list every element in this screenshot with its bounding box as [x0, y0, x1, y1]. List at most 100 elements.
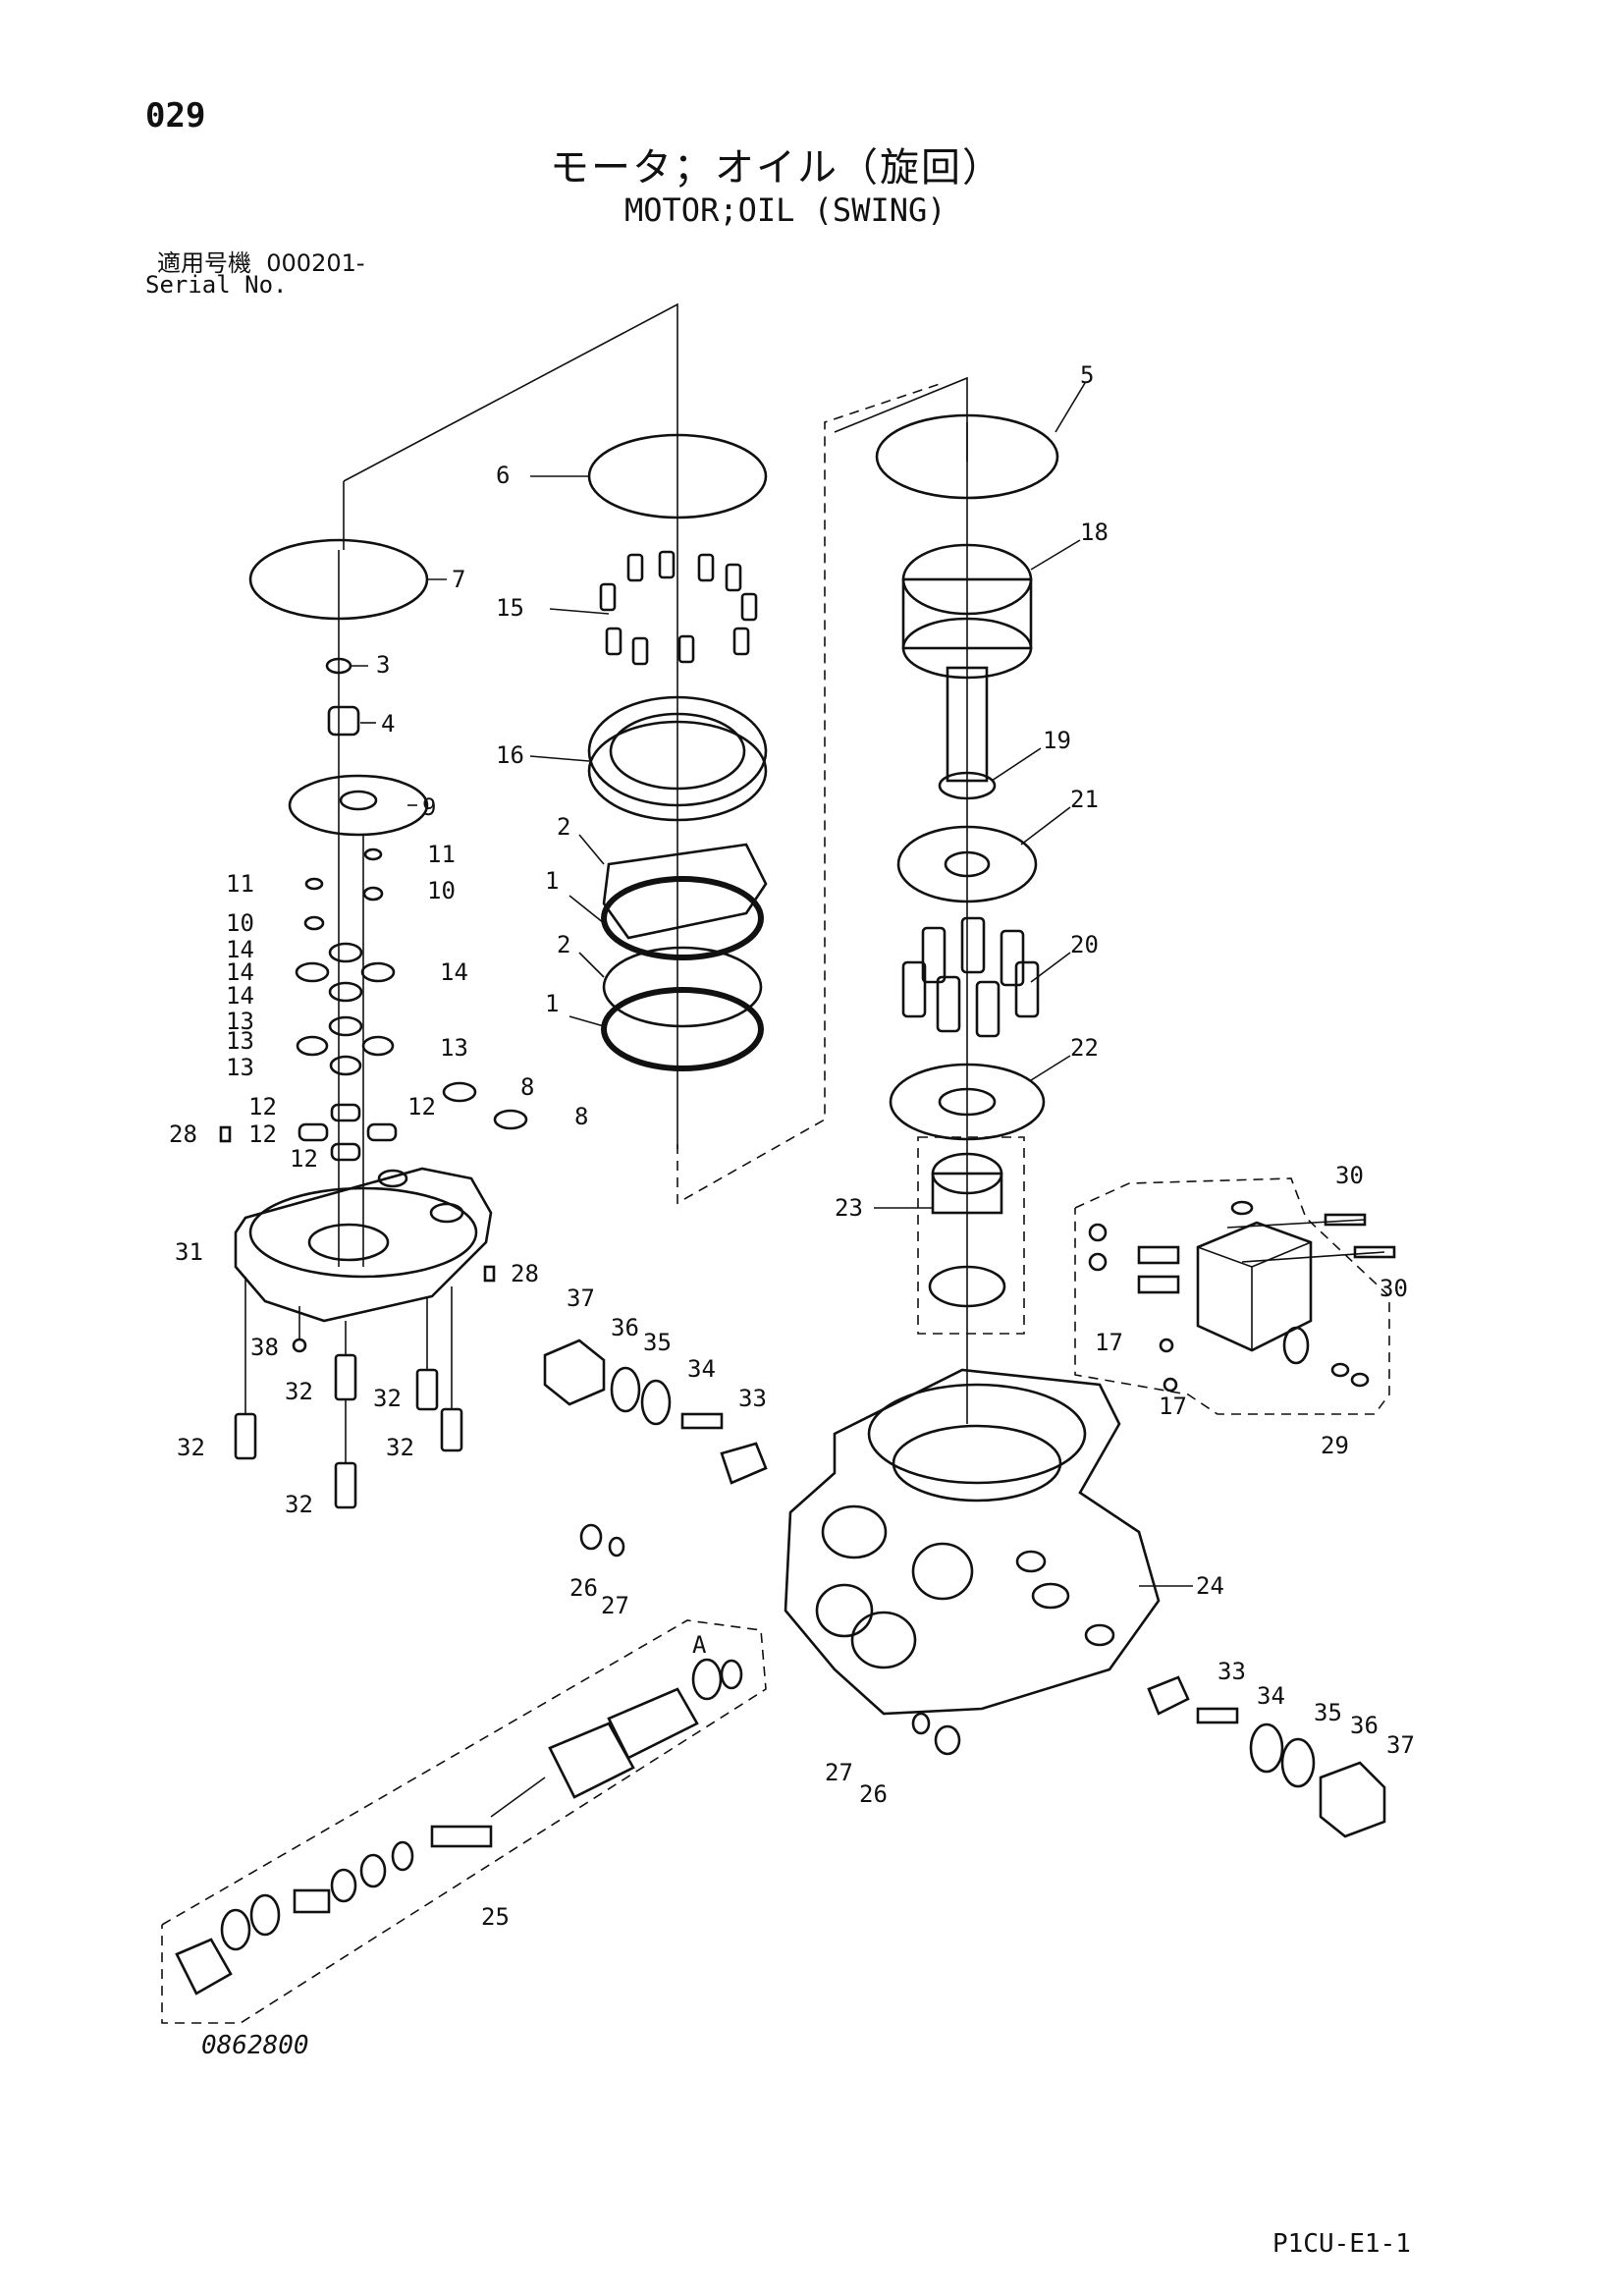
- housing-24: [784, 1368, 1161, 1716]
- group-outlines: [161, 302, 1390, 2024]
- middle-column-parts: [587, 433, 768, 1149]
- valve-plate-9: [288, 774, 429, 837]
- left-column-parts: [219, 538, 528, 1509]
- callout-14-d: 14: [440, 958, 468, 986]
- drawing-code: 0862800: [201, 2031, 309, 2060]
- callout-5: 5: [1080, 361, 1094, 389]
- sheet-code: P1CU-E1-1: [1272, 2229, 1411, 2259]
- callout-32-e: 32: [285, 1491, 313, 1518]
- callout-37-a: 37: [567, 1285, 595, 1312]
- callout-15: 15: [496, 594, 524, 622]
- callout-33-a: 33: [738, 1385, 767, 1412]
- page-number: 029: [145, 96, 206, 136]
- callout-4: 4: [381, 710, 395, 738]
- callout-32-d: 32: [386, 1434, 414, 1461]
- callout-10-a: 10: [226, 909, 254, 937]
- callout-26-b: 26: [859, 1780, 888, 1808]
- callout-35-a: 35: [643, 1329, 672, 1356]
- plate-1-b: [601, 987, 764, 1071]
- callout-12-c: 12: [290, 1145, 318, 1173]
- callout-8-b: 8: [574, 1103, 588, 1130]
- title-english: MOTOR;OIL (SWING): [624, 191, 947, 229]
- callout-36-b: 36: [1350, 1712, 1379, 1739]
- callout-19: 19: [1043, 727, 1071, 754]
- springs-15: [599, 550, 758, 666]
- callout-16: 16: [496, 741, 524, 769]
- callout-labels: 1 1 2 2 3 4 5 6 7 8 8 9 10 10 11 11 12 1…: [169, 361, 1415, 1931]
- callout-28-a: 28: [169, 1121, 197, 1148]
- callout-12-b: 12: [248, 1121, 277, 1148]
- ring-36-right: [1280, 1737, 1316, 1788]
- right-column-parts: [875, 413, 1059, 1424]
- callout-3: 3: [376, 651, 390, 679]
- callout-11-a: 11: [226, 870, 254, 898]
- callout-26-a: 26: [569, 1574, 598, 1602]
- callout-20: 20: [1070, 931, 1099, 958]
- ring-36-left: [610, 1366, 641, 1413]
- valve-block-29: [1088, 1200, 1396, 1393]
- callout-13-c: 13: [226, 1054, 254, 1081]
- leader-lines: [529, 382, 1193, 1587]
- callout-27-a: 27: [601, 1592, 629, 1619]
- callout-13-a: 13: [226, 1008, 254, 1035]
- ring-35-left: [640, 1379, 672, 1426]
- callout-32-b: 32: [373, 1385, 402, 1412]
- callout-14-c: 14: [226, 982, 254, 1010]
- callout-2-b: 2: [557, 931, 570, 958]
- pistons-20: [901, 916, 1040, 1038]
- spring-34-left: [680, 1412, 724, 1430]
- callout-12-a: 12: [248, 1093, 277, 1121]
- callout-30-b: 30: [1380, 1275, 1408, 1302]
- callout-23: 23: [835, 1194, 863, 1222]
- callout-12-d: 12: [407, 1093, 436, 1121]
- spring-34-right: [1196, 1707, 1239, 1724]
- callout-10-b: 10: [427, 877, 456, 904]
- callout-37-b: 37: [1386, 1731, 1415, 1759]
- callout-32-a: 32: [285, 1378, 313, 1405]
- callout-38: 38: [250, 1334, 279, 1361]
- callout-34-b: 34: [1257, 1682, 1285, 1710]
- callout-36-a: 36: [611, 1314, 639, 1341]
- callout-13-b: 13: [226, 1027, 254, 1055]
- port-plugs: [543, 1339, 1386, 1838]
- callout-32-c: 32: [177, 1434, 205, 1461]
- plug-37-left: [543, 1339, 606, 1406]
- callout-a: A: [692, 1631, 707, 1659]
- callout-27-b: 27: [825, 1759, 853, 1786]
- callout-31: 31: [175, 1238, 203, 1266]
- serial-label-jp-text: 適用号機: [157, 249, 251, 277]
- plate-2-a: [602, 843, 768, 940]
- part-4: [327, 705, 360, 737]
- callout-9: 9: [422, 793, 436, 821]
- relief-valve-25: [175, 1658, 743, 1995]
- callout-14-a: 14: [226, 936, 254, 963]
- bearing-16: [587, 695, 768, 807]
- callout-14-b: 14: [226, 958, 254, 986]
- callout-21: 21: [1070, 786, 1099, 813]
- plate-21: [896, 825, 1038, 903]
- o-ring-8-a: [442, 1081, 477, 1103]
- callout-29: 29: [1321, 1432, 1349, 1459]
- ring-19: [938, 771, 997, 800]
- callout-22: 22: [1070, 1034, 1099, 1062]
- ring-35-right: [1249, 1722, 1284, 1774]
- plug-37-right: [1319, 1761, 1386, 1838]
- callout-13-d: 13: [440, 1034, 468, 1062]
- callout-24: 24: [1196, 1572, 1224, 1600]
- check-33-right: [1147, 1675, 1190, 1716]
- title-japanese: モータ；オイル（旋回）: [550, 145, 1003, 191]
- check-33-left: [720, 1442, 768, 1485]
- serial-label-japanese: 適用号機 000201-: [157, 244, 365, 278]
- callout-35-b: 35: [1314, 1699, 1342, 1726]
- callout-8-a: 8: [520, 1073, 534, 1101]
- callout-17-a: 17: [1095, 1329, 1123, 1356]
- callout-33-b: 33: [1217, 1658, 1246, 1685]
- cover-31: [234, 1167, 493, 1323]
- serial-label-english: Serial No.: [145, 271, 288, 299]
- serial-value: 000201-: [266, 249, 365, 277]
- plate-2-b: [602, 946, 763, 1028]
- callout-25: 25: [481, 1903, 510, 1931]
- callout-30-a: 30: [1335, 1162, 1364, 1189]
- callout-34-a: 34: [687, 1355, 716, 1383]
